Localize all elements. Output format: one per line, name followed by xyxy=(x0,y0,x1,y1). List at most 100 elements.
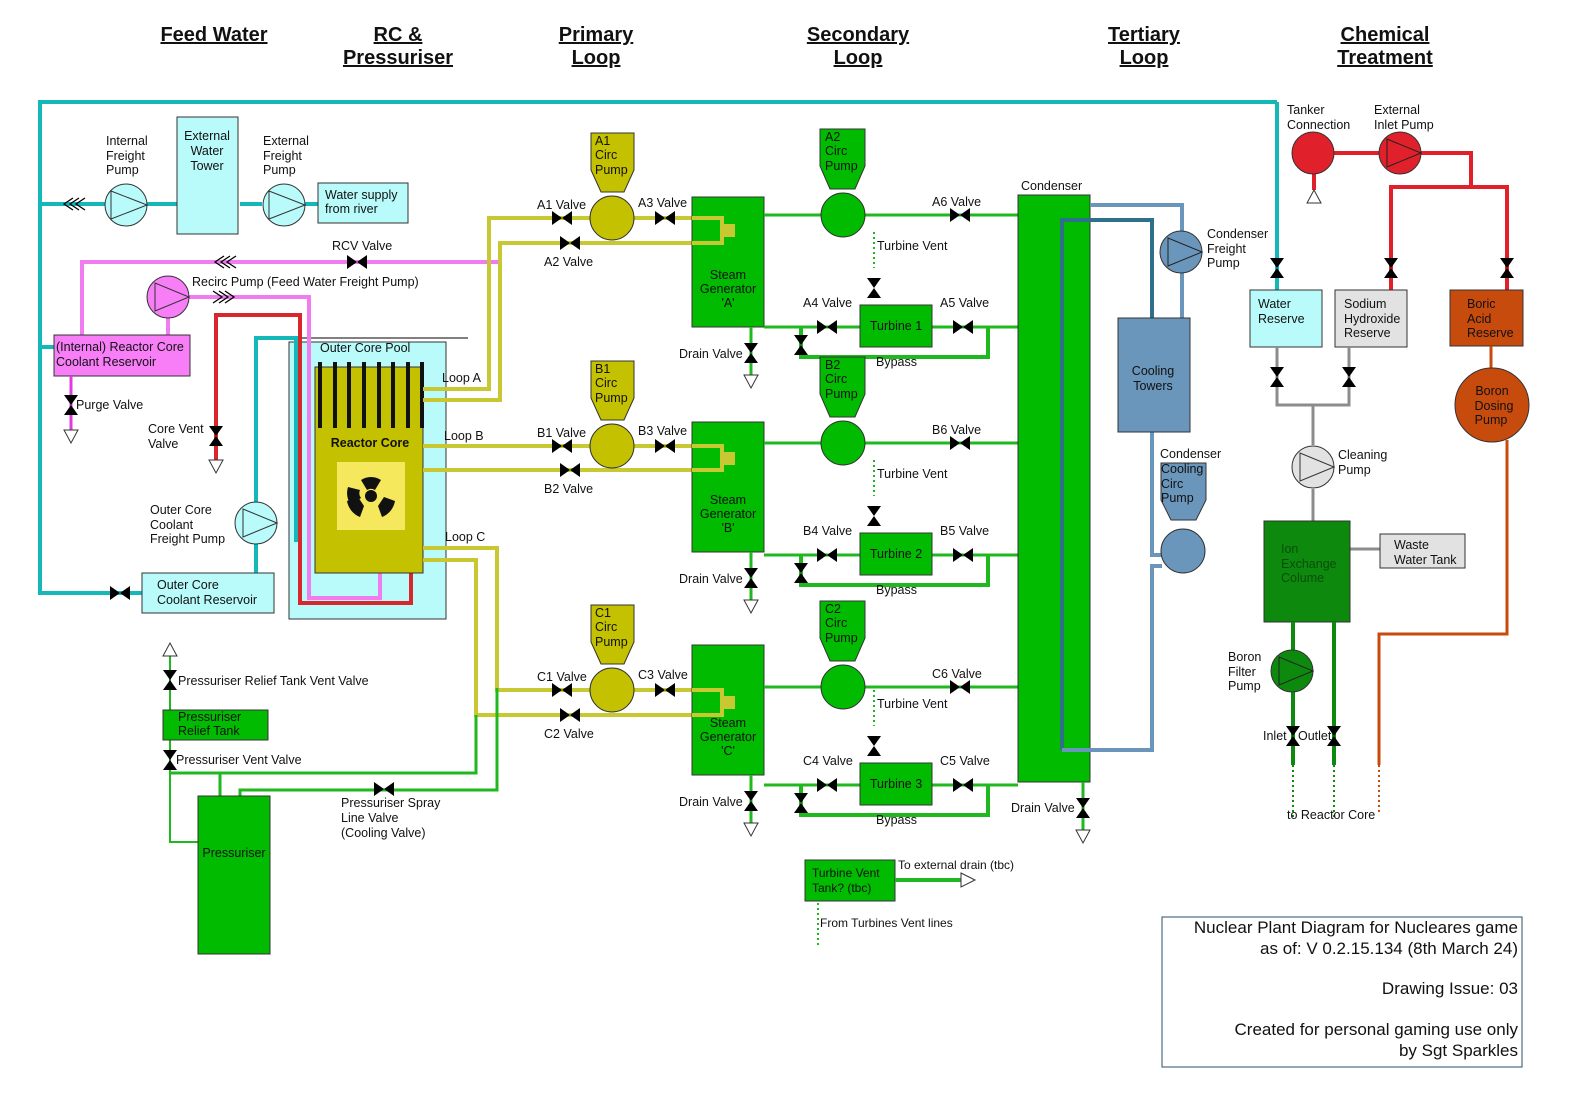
secondary-valve-4[interactable] xyxy=(817,778,837,792)
secondary-valve-5[interactable] xyxy=(953,778,973,792)
primary-circ-pump-hopper[interactable] xyxy=(590,132,635,193)
secondary-valve-5[interactable] xyxy=(953,320,973,334)
label-waste-1: Waste xyxy=(1394,538,1429,552)
primary-valve-2[interactable] xyxy=(560,463,580,477)
primary-valve-3[interactable] xyxy=(655,683,675,697)
bypass-valve[interactable] xyxy=(794,793,808,813)
naoh-outlet-valve[interactable] xyxy=(1342,367,1356,387)
external-water-tower[interactable] xyxy=(176,116,239,235)
turbine-vent-valve[interactable] xyxy=(867,278,881,298)
secondary-circ-pump-hopper[interactable] xyxy=(819,600,866,662)
label-to-external-drain: To external drain (tbc) xyxy=(898,858,1014,872)
label-to-reactor-core: to Reactor Core xyxy=(1287,808,1375,822)
steam-generator[interactable] xyxy=(691,644,765,776)
external-freight-pump[interactable] xyxy=(262,183,307,227)
primary-valve-2[interactable] xyxy=(560,708,580,722)
cleaning-pump[interactable] xyxy=(1291,445,1336,489)
secondary-valve-6[interactable] xyxy=(950,436,970,450)
secondary-valve-6[interactable] xyxy=(950,680,970,694)
label-water-tower-3: Tower xyxy=(190,159,223,173)
turbine[interactable] xyxy=(859,304,933,348)
header-tertiary-loop-1: Tertiary xyxy=(1108,24,1181,46)
secondary-valve-4[interactable] xyxy=(817,320,837,334)
external-inlet-pump[interactable] xyxy=(1378,131,1423,175)
header-chemical-treatment-2: Treatment xyxy=(1337,47,1433,69)
naoh-inlet-valve[interactable] xyxy=(1384,258,1398,278)
reactor-core-coolant-reservoir[interactable] xyxy=(53,334,191,377)
sg-drain-valve[interactable] xyxy=(744,343,758,363)
primary-circ-pump[interactable] xyxy=(589,195,635,241)
label-ion-3: Colume xyxy=(1281,571,1324,585)
outer-reservoir-valve[interactable] xyxy=(110,586,130,600)
boric-acid-reserve[interactable] xyxy=(1449,289,1524,347)
outer-core-coolant-reservoir[interactable] xyxy=(141,572,275,614)
sg-drain-valve[interactable] xyxy=(744,791,758,811)
outer-core-coolant-pump[interactable] xyxy=(234,501,279,545)
bypass-valve[interactable] xyxy=(794,335,808,355)
pressuriser-tank[interactable] xyxy=(197,795,271,955)
secondary-valve-5[interactable] xyxy=(953,548,973,562)
condenser-drain-valve[interactable] xyxy=(1076,798,1090,818)
primary-valve-3[interactable] xyxy=(655,439,675,453)
turbine[interactable] xyxy=(859,532,933,576)
internal-freight-pump[interactable] xyxy=(104,183,149,227)
sg-drain-valve[interactable] xyxy=(744,568,758,588)
condenser-cooling-circ-pump[interactable] xyxy=(1160,462,1207,574)
turbine-vent-valve[interactable] xyxy=(867,736,881,756)
info-version: as of: V 0.2.15.134 (8th March 24) xyxy=(1260,939,1518,958)
boron-filter-pump[interactable] xyxy=(1270,649,1315,693)
header-secondary-loop-2: Loop xyxy=(834,47,883,69)
pressuriser-spray-valve[interactable] xyxy=(374,782,394,796)
tanker-connection[interactable] xyxy=(1291,131,1335,175)
primary-valve-1[interactable] xyxy=(552,439,572,453)
cooling-towers[interactable] xyxy=(1117,317,1191,433)
secondary-valve-6[interactable] xyxy=(950,208,970,222)
water-reserve[interactable] xyxy=(1249,289,1323,348)
header-rc-pressuriser-1: RC & xyxy=(374,24,423,46)
ion-exchange-column[interactable] xyxy=(1263,520,1351,623)
boron-dosing-pump[interactable] xyxy=(1454,367,1530,443)
pressuriser-relief-tank[interactable] xyxy=(162,709,269,741)
label-core-vent-1: Core Vent xyxy=(148,422,204,436)
primary-circ-pump-hopper[interactable] xyxy=(590,604,635,665)
primary-valve-2[interactable] xyxy=(560,236,580,250)
steam-generator[interactable] xyxy=(691,421,765,553)
label-ion-1: Ion xyxy=(1281,542,1298,556)
core-vent-valve[interactable] xyxy=(209,426,223,446)
recirc-pump[interactable] xyxy=(146,275,191,319)
secondary-circ-pump-hopper[interactable] xyxy=(819,128,866,190)
label-sg-2: Generator xyxy=(700,507,756,521)
secondary-circ-pump-hopper[interactable] xyxy=(819,356,866,418)
info-usage: Created for personal gaming use only xyxy=(1235,1020,1519,1039)
pressuriser-vent-valve[interactable] xyxy=(163,750,177,770)
secondary-circ-pump[interactable] xyxy=(820,420,866,466)
condenser-freight-pump[interactable] xyxy=(1159,230,1204,274)
primary-valve-1[interactable] xyxy=(552,211,572,225)
primary-valve-1[interactable] xyxy=(552,683,572,697)
turbine-vent-valve[interactable] xyxy=(867,506,881,526)
primary-circ-pump-hopper[interactable] xyxy=(590,360,635,421)
secondary-circ-pump[interactable] xyxy=(820,664,866,710)
bypass-valve[interactable] xyxy=(794,563,808,583)
water-reserve-outlet-valve[interactable] xyxy=(1270,367,1284,387)
primary-circ-pump[interactable] xyxy=(589,423,635,469)
label-condenser-cooling-title: Condenser xyxy=(1160,447,1221,461)
condenser[interactable] xyxy=(1017,194,1091,783)
label-sg-1: Steam xyxy=(710,268,746,282)
rcv-valve[interactable] xyxy=(347,255,367,269)
primary-valve-3[interactable] xyxy=(655,211,675,225)
water-reserve-inlet-valve[interactable] xyxy=(1270,258,1284,278)
turbine[interactable] xyxy=(859,762,933,806)
pressuriser-relief-tank-vent-valve[interactable] xyxy=(163,670,177,690)
waste-water-tank[interactable] xyxy=(1379,533,1466,569)
primary-circ-pump[interactable] xyxy=(589,667,635,713)
label-internal-freight-pump-3: Pump xyxy=(106,163,139,177)
turbine-vent-tank[interactable] xyxy=(804,859,896,902)
label-boric-3: Reserve xyxy=(1467,326,1514,340)
label-water-supply-2: from river xyxy=(325,202,378,216)
secondary-circ-pump[interactable] xyxy=(820,192,866,238)
label-purge-valve: Purge Valve xyxy=(76,398,143,412)
secondary-valve-4[interactable] xyxy=(817,548,837,562)
sodium-hydroxide-reserve[interactable] xyxy=(1334,289,1408,348)
boric-inlet-valve[interactable] xyxy=(1500,258,1514,278)
